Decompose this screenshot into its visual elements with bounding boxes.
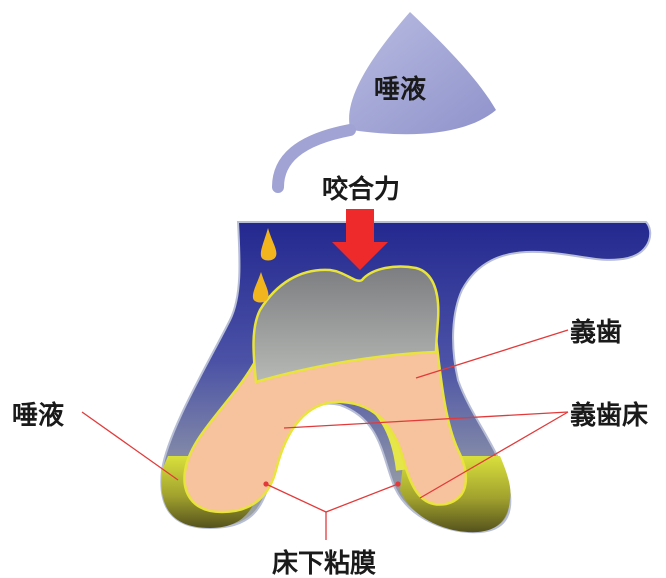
label-saliva-left: 唾液 <box>12 401 64 431</box>
label-bite-force: 咬合力 <box>322 174 400 205</box>
mucosa-point-left <box>263 481 268 486</box>
label-denture-base: 義歯床 <box>570 400 648 431</box>
leader-saliva-left <box>82 412 178 480</box>
label-artificial-tooth: 義歯 <box>570 318 622 348</box>
leader-mucosa <box>266 484 398 512</box>
label-saliva-top: 唾液 <box>374 75 426 105</box>
mucosa-point-right <box>395 481 400 486</box>
label-mucosa: 床下粘膜 <box>272 548 376 578</box>
